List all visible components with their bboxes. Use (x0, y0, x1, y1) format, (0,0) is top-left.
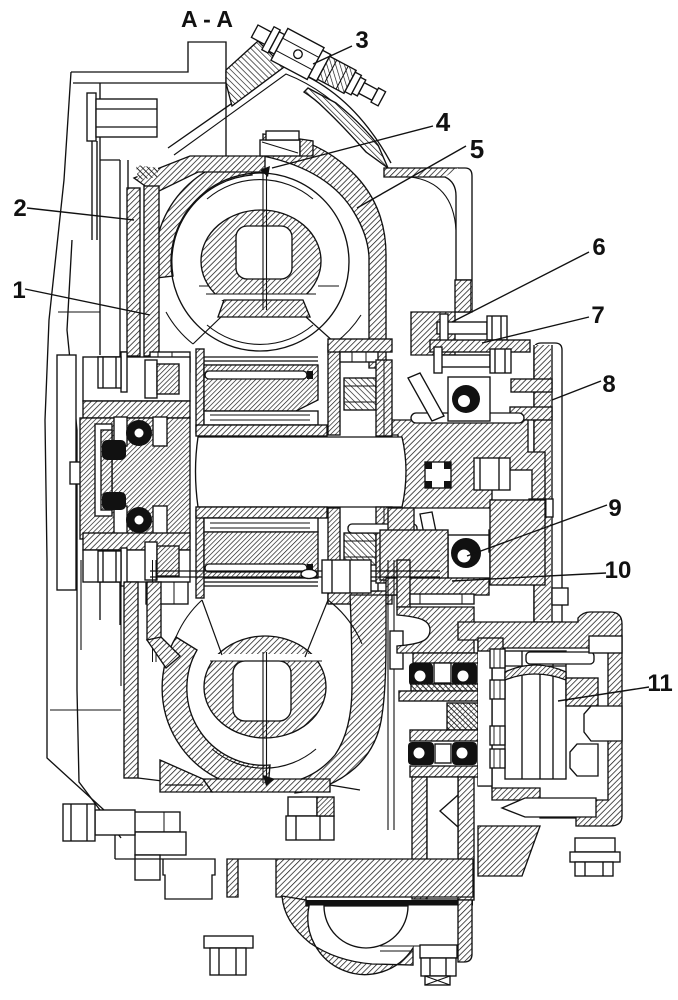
svg-text:11: 11 (647, 670, 672, 697)
svg-text:A - A: A - A (181, 6, 233, 32)
svg-text:8: 8 (602, 371, 615, 398)
svg-text:9: 9 (608, 495, 621, 522)
svg-text:7: 7 (591, 302, 604, 329)
svg-text:10: 10 (605, 557, 632, 584)
svg-text:6: 6 (592, 234, 605, 261)
svg-text:5: 5 (470, 134, 484, 164)
svg-text:4: 4 (436, 107, 451, 137)
svg-text:1: 1 (12, 277, 25, 304)
svg-text:3: 3 (355, 27, 368, 54)
svg-text:2: 2 (13, 195, 26, 222)
